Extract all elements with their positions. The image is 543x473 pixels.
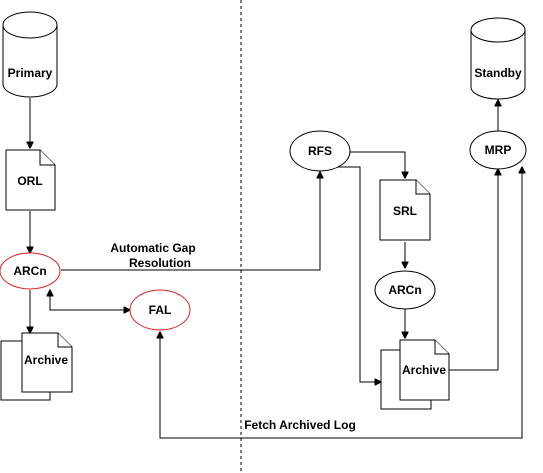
arcn-standby-process: ARCn bbox=[374, 270, 436, 310]
archive-standby-label: Archive bbox=[402, 363, 446, 377]
mrp-label: MRP bbox=[485, 143, 512, 157]
orl-label: ORL bbox=[17, 174, 42, 188]
arcn-standby-label: ARCn bbox=[388, 283, 421, 297]
edge-archive-mrp bbox=[449, 169, 498, 371]
rfs-process: RFS bbox=[289, 130, 351, 172]
primary-database: Primary bbox=[2, 11, 58, 98]
rfs-label: RFS bbox=[308, 144, 332, 158]
standby-label: Standby bbox=[474, 66, 522, 80]
orl-document: ORL bbox=[5, 149, 56, 211]
archive-primary-label: Archive bbox=[24, 353, 68, 367]
primary-label: Primary bbox=[8, 66, 53, 80]
srl-label: SRL bbox=[393, 204, 417, 218]
srl-document: SRL bbox=[379, 179, 431, 241]
edge-arcn-fal bbox=[50, 290, 130, 310]
edge-rfs-archive bbox=[335, 166, 381, 382]
arcn-primary-label: ARCn bbox=[13, 264, 46, 278]
archive-standby-documents: Archive bbox=[380, 339, 450, 410]
edge-fetch-archived-log bbox=[160, 167, 522, 439]
arcn-primary-process: ARCn bbox=[0, 252, 61, 290]
fal-label: FAL bbox=[149, 303, 172, 317]
fetch-archived-log-label: Fetch Archived Log bbox=[244, 418, 356, 432]
fal-process: FAL bbox=[129, 289, 191, 331]
gap-resolution-label-line1: Automatic Gap bbox=[110, 241, 195, 255]
standby-database: Standby bbox=[470, 17, 526, 100]
archive-primary-documents: Archive bbox=[0, 332, 73, 401]
edge-rfs-srl bbox=[350, 151, 405, 178]
gap-resolution-label-line2: Resolution bbox=[129, 256, 191, 270]
mrp-process: MRP bbox=[469, 130, 527, 170]
